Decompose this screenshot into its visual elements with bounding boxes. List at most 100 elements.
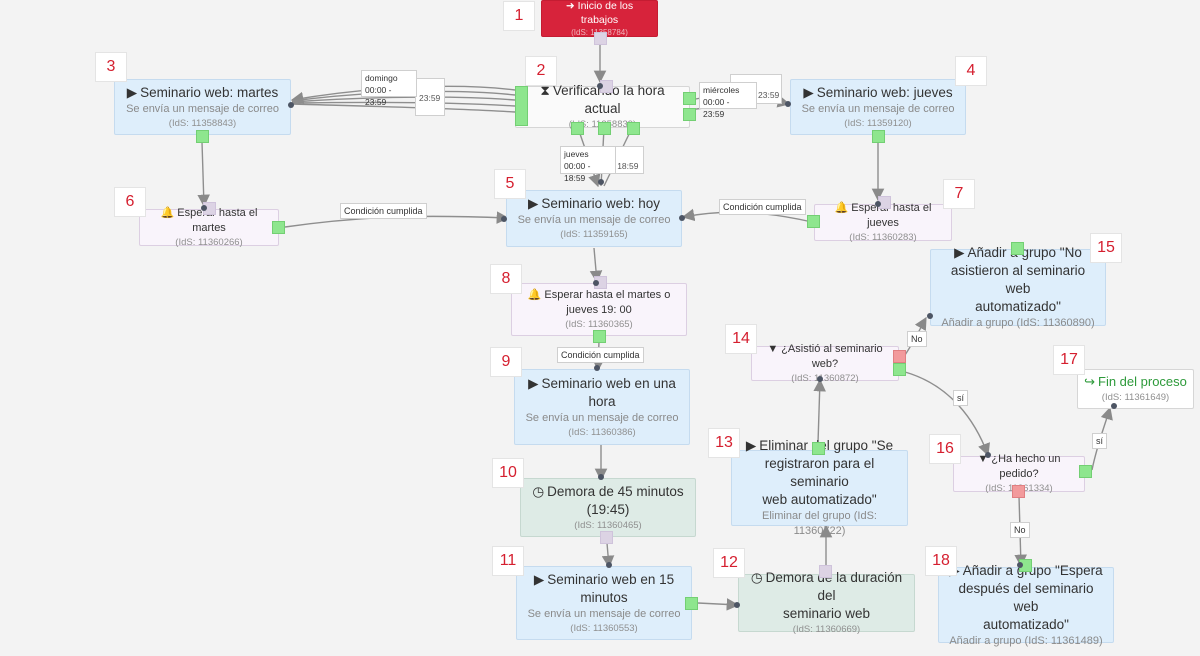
step-number: 18 — [925, 546, 957, 576]
output-port[interactable] — [683, 108, 696, 121]
yes-port[interactable] — [893, 363, 906, 376]
condition-label: Condición cumplida — [557, 347, 644, 363]
node-eliminar-grupo[interactable]: ▶Eliminar del grupo "Se registraron para… — [731, 438, 908, 537]
node-title: Inicio de los trabajos — [577, 0, 634, 26]
schedule-ghost-time: 23:59 — [758, 90, 780, 100]
connector-dot — [288, 102, 294, 108]
node-seminario-jueves[interactable]: ▶Seminario web: jueves Se envía un mensa… — [790, 79, 966, 135]
output-port[interactable] — [598, 122, 611, 135]
node-title-line2: hora — [588, 393, 616, 409]
no-port[interactable] — [1012, 485, 1025, 498]
node-title-line1: Añadir a grupo "No — [967, 245, 1082, 260]
node-seminario-martes[interactable]: ▶Seminario web: martes Se envía un mensa… — [114, 79, 291, 135]
node-title: ¿Ha hecho un pedido? — [991, 453, 1061, 480]
step-number: 17 — [1053, 345, 1085, 375]
node-title-line2: jueves 19: 00 — [566, 303, 632, 316]
node-demora-45[interactable]: ◷Demora de 45 minutos (19:45) (IdS: 1136… — [520, 478, 696, 537]
connector-dot — [594, 365, 600, 371]
input-port[interactable] — [1011, 242, 1024, 255]
node-anadir-no-asistieron[interactable]: ▶Añadir a grupo "No asistieron al semina… — [930, 245, 1106, 329]
step-number: 6 — [114, 187, 146, 217]
output-port[interactable] — [685, 597, 698, 610]
node-title-line1: Eliminar del grupo "Se — [759, 438, 894, 453]
node-subtitle: Se envía un mensaje de correo — [801, 102, 955, 115]
connector-dot — [985, 452, 991, 458]
node-subtitle: Eliminar del grupo (IdS: 11360722) — [762, 510, 877, 537]
connector-dot — [679, 215, 685, 221]
play-icon: ▶ — [745, 438, 757, 453]
output-port[interactable] — [807, 215, 820, 228]
output-port[interactable] — [872, 130, 885, 143]
node-ids: (IdS: 11360283) — [849, 231, 917, 243]
si-label: sí — [1092, 433, 1108, 449]
connector-dot — [1111, 403, 1117, 409]
exit-icon: ➜ — [565, 0, 575, 12]
play-icon: ▶ — [528, 375, 539, 391]
input-port[interactable] — [819, 565, 832, 578]
input-port[interactable] — [594, 32, 607, 45]
node-subtitle: Se envía un mensaje de correo — [126, 102, 279, 115]
node-title: ¿Asistió al seminario web? — [781, 342, 883, 370]
node-title: Seminario web: jueves — [816, 84, 953, 100]
node-ids: (IdS: 11358843) — [168, 117, 237, 129]
node-seminario-hoy[interactable]: ▶Seminario web: hoy Se envía un mensaje … — [506, 190, 682, 247]
schedule-time: 00:00 - 23:59 — [365, 85, 392, 107]
schedule-ghost-time: - 18:59 — [612, 161, 639, 171]
bell-icon: 🔔 — [160, 206, 175, 219]
node-title-line2: después del seminario web — [958, 580, 1094, 614]
filter-icon: ▼ — [767, 342, 779, 355]
step-number: 13 — [708, 428, 740, 458]
no-label: No — [1010, 522, 1030, 538]
schedule-domingo[interactable]: domingo 00:00 - 23:59 — [361, 70, 417, 107]
output-port[interactable] — [196, 130, 209, 143]
node-seminario-una-hora[interactable]: ▶Seminario web en una hora Se envía un m… — [514, 369, 690, 445]
output-port[interactable] — [272, 221, 285, 234]
condition-label: Condición cumplida — [719, 199, 806, 215]
node-ids: (IdS: 11360465) — [574, 519, 642, 531]
play-icon: ▶ — [803, 84, 814, 100]
schedule-day: jueves — [564, 149, 589, 159]
schedule-time: 00:00 - 23:59 — [703, 97, 730, 119]
exit-icon: ↪ — [1084, 374, 1095, 389]
node-ids: (IdS: 11360669) — [792, 624, 861, 635]
si-label: sí — [953, 390, 969, 406]
node-title-line2: minutos — [580, 589, 628, 605]
node-ids: (IdS: 11360266) — [175, 236, 243, 248]
node-title-line1: Demora de 45 minutos — [547, 483, 684, 499]
node-title-line1: Añadir a grupo "Espera — [962, 562, 1103, 578]
node-title-line3: web automatizado" — [762, 492, 877, 507]
node-title-line2: registraron para el seminario — [764, 456, 875, 489]
output-port[interactable] — [812, 442, 825, 455]
no-port[interactable] — [893, 350, 906, 363]
node-title-line1: Seminario web en 15 — [547, 571, 675, 587]
step-number: 9 — [490, 347, 522, 377]
node-ids: (IdS: 11359120) — [844, 117, 912, 129]
node-title-line1: Demora de la duración del — [765, 570, 903, 603]
connector-dot — [593, 280, 599, 286]
node-inicio-trabajos[interactable]: ➜Inicio de los trabajos (IdS: 11358784) — [541, 0, 658, 37]
node-seminario-15-minutos[interactable]: ▶Seminario web en 15 minutos Se envía un… — [516, 566, 692, 640]
node-demora-duracion[interactable]: ◷Demora de la duración del seminario web… — [738, 570, 915, 635]
node-subtitle: Añadir a grupo (IdS: 11361489) — [949, 634, 1103, 647]
hourglass-icon: ⧗ — [540, 83, 550, 98]
node-esperar-martes-jueves[interactable]: 🔔Esperar hasta el martes o jueves 19: 00… — [511, 283, 687, 336]
node-esperar-jueves[interactable]: 🔔Esperar hasta el jueves (IdS: 11360283) — [814, 201, 952, 243]
node-asistio-seminario[interactable]: ▼¿Asistió al seminario web? (IdS: 113608… — [751, 342, 899, 384]
bell-icon: 🔔 — [834, 201, 849, 214]
output-port[interactable] — [593, 330, 606, 343]
node-title: Seminario web: martes — [140, 84, 279, 100]
output-port[interactable] — [683, 92, 696, 105]
step-number: 1 — [503, 1, 535, 31]
connector-dot — [606, 562, 612, 568]
bell-icon: 🔔 — [527, 288, 542, 301]
schedule-jueves[interactable]: jueves 00:00 - 18:59 — [560, 146, 616, 183]
node-anadir-espera[interactable]: ▶Añadir a grupo "Espera después del semi… — [938, 563, 1114, 647]
yes-port[interactable] — [1079, 465, 1092, 478]
output-port[interactable] — [515, 86, 528, 126]
input-port[interactable] — [600, 531, 613, 544]
schedule-miercoles[interactable]: miércoles 00:00 - 23:59 — [699, 82, 757, 119]
node-fin-proceso[interactable]: ↪Fin del proceso (IdS: 11361649) — [1077, 369, 1194, 409]
output-port[interactable] — [627, 122, 640, 135]
connector-dot — [598, 474, 604, 480]
output-port[interactable] — [571, 122, 584, 135]
